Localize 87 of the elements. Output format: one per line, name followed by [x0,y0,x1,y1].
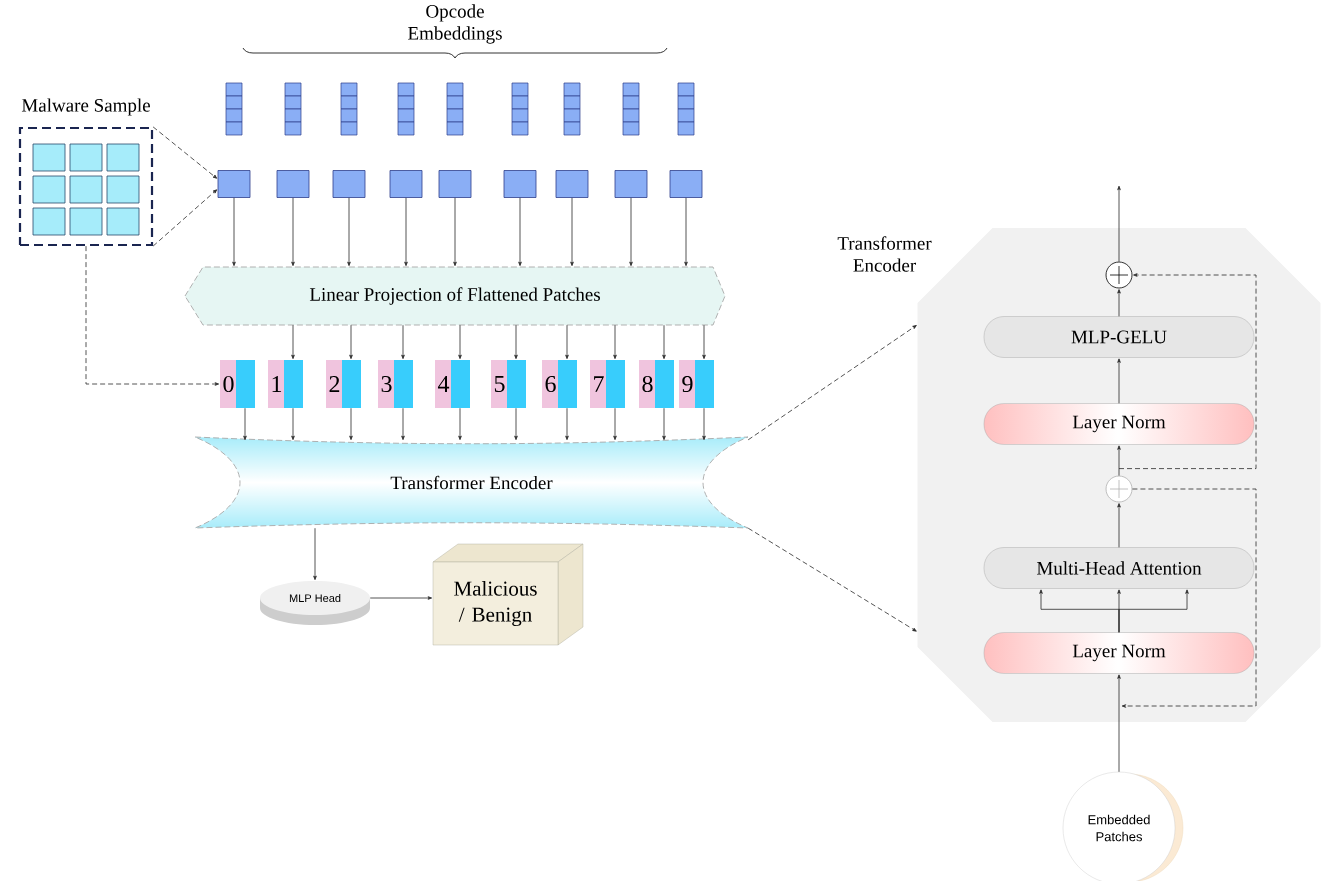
dashed-arrow [747,527,917,632]
patch-square [332,170,366,198]
arrow [684,197,688,267]
node-label: 3 [381,375,392,393]
patch-square [669,170,703,198]
arrow [232,197,236,267]
token-box: 8 [639,360,674,408]
plus-circle [1105,261,1133,289]
arrow [570,197,574,267]
arrow [1117,503,1121,548]
arrow [565,324,569,360]
token-box: 5 [491,360,526,408]
token-box: 1 [268,360,303,408]
arrow [518,197,522,267]
arrow [349,324,353,360]
arrow [1117,358,1121,404]
dashed-arrow [85,245,220,386]
arrow [401,407,405,441]
dashed-arrow [152,126,218,179]
arrow [243,407,247,441]
node-label: 1 [272,376,282,392]
rounded-box: Multi-Head Attention [983,547,1255,589]
encoder-band: Transformer Encoder [194,436,749,529]
patch-square [217,170,251,198]
token-box: 0 [220,360,255,408]
node-label: 9 [682,375,693,393]
arrow [514,407,518,441]
arrow [629,197,633,267]
token-box: 9 [679,360,714,408]
arrow [514,324,518,360]
arrow [565,407,569,441]
node-label: Embedded Patches [1088,814,1150,842]
dashed-arrow [1121,488,1257,708]
arrow [453,197,457,267]
plus-circle [1105,475,1133,503]
arrow [1117,674,1121,773]
rounded-box: Layer Norm [983,403,1255,445]
patch-square [276,170,310,198]
dashed-arrow [152,189,218,247]
token-box: 6 [542,360,577,408]
arrow [347,197,351,267]
cube: Malicious / Benign [432,543,584,646]
arrow [662,324,666,360]
token-box: 3 [378,360,413,408]
arrow [702,324,706,360]
label: Opcode Embeddings [408,4,502,44]
arrow [291,407,295,441]
arrow [1117,445,1121,476]
hexagon-band: Linear Projection of Flattened Patches [184,266,726,326]
arrow [662,407,666,441]
token-box: 4 [435,360,470,408]
rounded-box: Layer Norm [983,632,1255,674]
patch-square [614,170,648,198]
node-label: 2 [329,376,340,392]
node-label: 6 [545,375,556,393]
arrow [291,197,295,267]
node-label: 5 [494,376,505,392]
patch-square [555,170,589,198]
arrow [613,407,617,441]
arrow [1117,289,1121,317]
disk: MLP Head [260,581,370,625]
node-label: 8 [642,375,653,393]
arrow [1117,185,1121,262]
node-label: 4 [437,376,450,392]
node-label: Transformer Encoder [837,236,932,272]
arrow [369,596,433,600]
patch-square [438,170,472,198]
arrow [702,407,706,441]
arrow [458,407,462,441]
sample-box: Malware Sample [18,98,154,247]
arrow [313,527,317,581]
arrow [458,324,462,360]
token-box: 2 [326,360,361,408]
arrow [404,197,408,267]
arrow [401,324,405,360]
patch-square [389,170,423,198]
arrow [1118,589,1189,633]
node-label: 7 [594,376,604,392]
dashed-arrow [1118,273,1257,469]
arrow [613,324,617,360]
arrow [349,407,353,441]
node-label: 0 [223,375,234,393]
token-box: 7 [590,360,625,408]
rounded-box: MLP-GELU [983,316,1255,358]
arrow [291,324,295,360]
dashed-arrow [747,325,917,441]
patch-square [503,170,537,198]
